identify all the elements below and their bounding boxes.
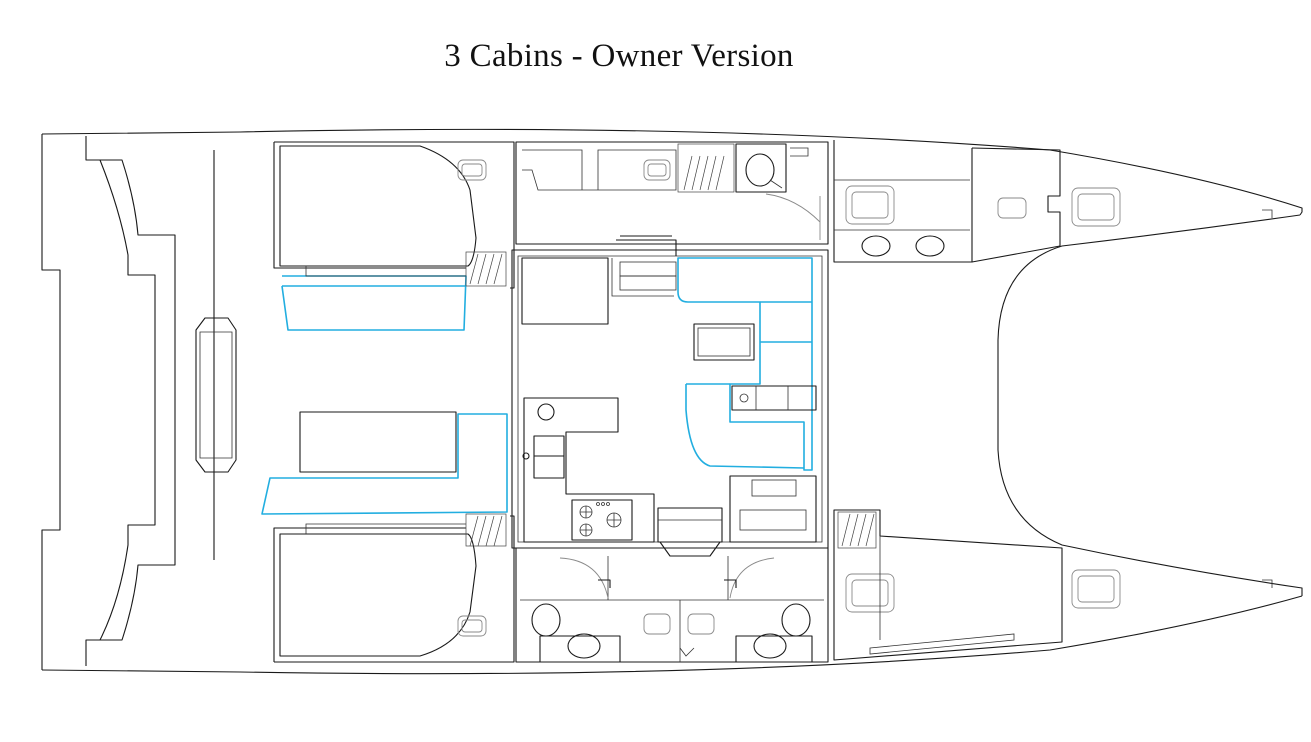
sink-basin-icon (533, 435, 565, 457)
cabin-aft-top (273, 141, 515, 289)
galley-counter (523, 397, 655, 543)
porthole-icon (687, 613, 715, 635)
toilet-icon (745, 153, 775, 187)
toilet-icon (531, 603, 561, 637)
washbasin-icon (915, 235, 945, 257)
hatch-icon (1071, 569, 1121, 609)
hatch-icon (845, 573, 895, 613)
dinette-table (693, 323, 755, 361)
washbasin-icon (567, 633, 601, 659)
cockpit-sofas (261, 275, 508, 515)
owner-suite-top (833, 140, 1121, 263)
porthole-icon (997, 197, 1027, 219)
porthole-icon (457, 615, 487, 637)
toilet-icon (781, 603, 811, 637)
cabin-aft-bottom (273, 513, 515, 663)
plan-title: 3 Cabins - Owner Version (444, 38, 794, 74)
hatch-icon (1071, 187, 1121, 227)
galley (521, 235, 677, 543)
nav-station (731, 385, 817, 411)
double-bed-bottom-left (279, 533, 477, 657)
porthole-icon (643, 159, 671, 181)
double-bed-top-left (279, 145, 477, 267)
hatch-icon (845, 185, 895, 225)
cockpit (195, 317, 457, 473)
cockpit-bench (299, 411, 457, 473)
hull-outline (41, 128, 1303, 675)
head-forward-top (515, 141, 829, 245)
washbasin-icon (861, 235, 891, 257)
cabin-forward-bottom (833, 509, 1121, 661)
saloon (511, 249, 829, 549)
porthole-icon (457, 159, 487, 181)
dinette (677, 257, 817, 471)
cockpit-table (195, 317, 237, 473)
head-forward-bottom (515, 547, 829, 663)
washbasin-icon (753, 633, 787, 659)
fridge (521, 257, 609, 325)
sink-basin-icon (533, 455, 565, 479)
saloon-lower (657, 475, 817, 557)
bin-icon (537, 403, 555, 421)
porthole-icon (643, 613, 671, 635)
stove-icon (571, 499, 633, 541)
